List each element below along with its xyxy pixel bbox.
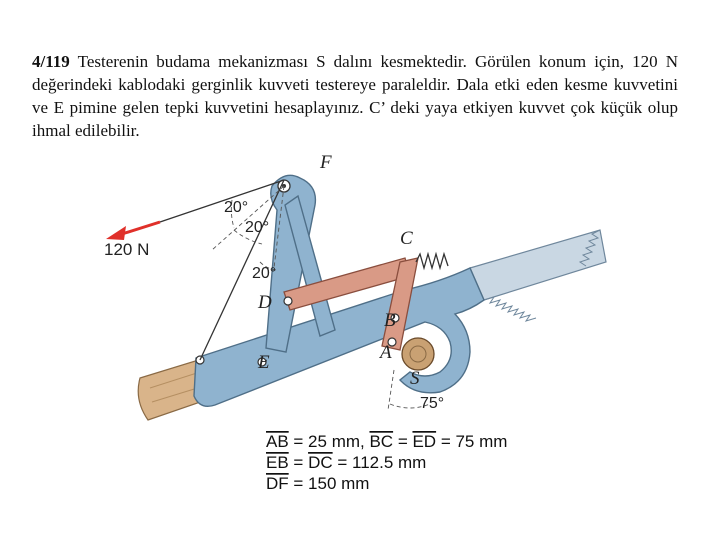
angle-guides [211,185,431,411]
force-label: 120 N [104,240,149,259]
dimension-row-3: DF = 150 mm [266,474,369,493]
point-c: C [400,228,413,249]
force-arrow-icon [106,220,161,240]
dimension-row-2: EB = DC = 112.5 mm [266,453,426,472]
saw-blade [469,229,607,322]
dimensions-block: AB = 25 mm, BC = ED = 75 mm EB = DC = 11… [266,432,507,493]
point-b: B [384,310,396,331]
point-s: S [410,368,420,389]
point-f: F [319,152,332,173]
problem-statement: 4/119 Testerenin budama mekanizması S da… [32,50,678,142]
angle-1: 20° [224,199,248,216]
angle-2: 20° [245,219,269,236]
point-d: D [257,292,272,313]
problem-number: 4/119 [32,52,70,71]
problem-body: Testerenin budama mekanizması S dalını k… [32,52,678,140]
point-e: E [257,352,270,373]
main-handle [193,267,485,408]
link-cba [381,257,419,351]
cable [159,179,285,361]
pin-e-icon [257,357,267,367]
spring-icon [415,251,449,271]
dimension-row-1: AB = 25 mm, BC = ED = 75 mm [266,432,507,451]
angle-4: 75° [420,395,444,412]
branch-s [401,337,435,371]
angle-3: 20° [252,265,276,282]
point-a: A [378,342,392,363]
